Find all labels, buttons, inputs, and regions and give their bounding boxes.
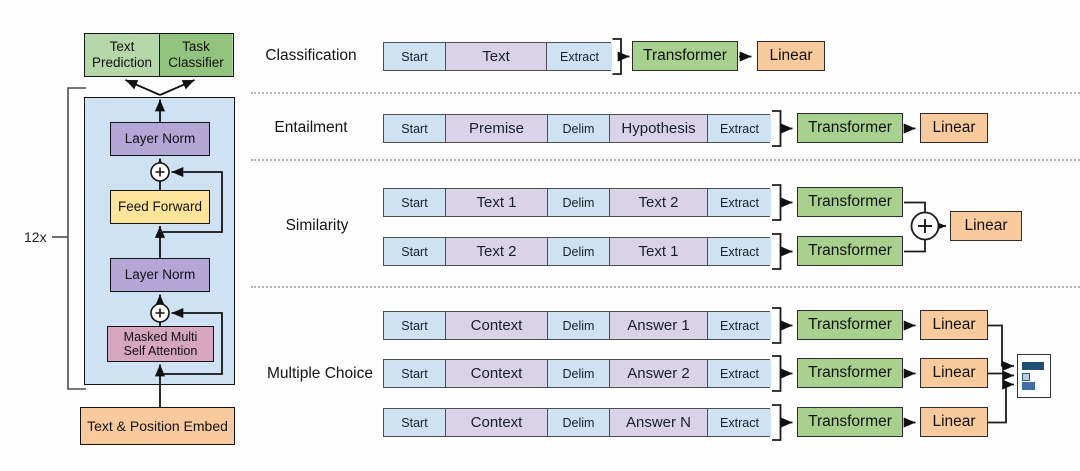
similarity-input-sequence-1: Start Text 1 Delim Text 2 Extract <box>383 188 771 217</box>
output-heads: Text Prediction Task Classifier <box>84 33 234 77</box>
masked-attention-line2: Self Attention <box>123 344 198 358</box>
token-text1: Text 1 <box>446 189 548 216</box>
token-text1: Text 1 <box>610 238 708 265</box>
multiple-choice-input-sequence-1: Start Context Delim Answer 1 Extract <box>383 311 771 340</box>
token-start: Start <box>384 43 446 70</box>
token-delim: Delim <box>548 238 610 265</box>
token-extract: Extract <box>708 409 771 436</box>
similarity-input-sequence-2: Start Text 2 Delim Text 1 Extract <box>383 237 771 266</box>
token-extract: Extract <box>708 238 771 265</box>
linear-box: Linear <box>920 407 988 437</box>
token-extract: Extract <box>708 189 771 216</box>
embedding-block: Text & Position Embed <box>80 407 235 445</box>
text-prediction-head: Text Prediction <box>85 34 159 76</box>
token-context: Context <box>446 409 548 436</box>
token-extract: Extract <box>708 360 771 387</box>
token-text2: Text 2 <box>446 238 548 265</box>
task-label-multiple-choice: Multiple Choice <box>267 365 373 382</box>
section-separator <box>251 286 1080 288</box>
task-label-entailment: Entailment <box>274 119 348 136</box>
transformer-box: Transformer <box>797 187 903 217</box>
token-answer1: Answer 1 <box>610 312 708 339</box>
token-delim: Delim <box>548 360 610 387</box>
transformer-box: Transformer <box>797 113 903 143</box>
token-start: Start <box>384 115 446 142</box>
feed-forward-block: Feed Forward <box>110 190 210 224</box>
multiple-choice-input-sequence-3: Start Context Delim Answer N Extract <box>383 408 771 437</box>
transformer-box: Transformer <box>797 358 903 388</box>
section-separator <box>251 92 1080 94</box>
token-start: Start <box>384 312 446 339</box>
linear-box: Linear <box>920 358 988 388</box>
task-label-similarity: Similarity <box>285 217 349 234</box>
linear-box: Linear <box>920 310 988 340</box>
token-premise: Premise <box>446 115 548 142</box>
task-label-classification: Classification <box>265 47 357 64</box>
token-hypothesis: Hypothesis <box>610 115 708 142</box>
token-delim: Delim <box>548 312 610 339</box>
section-separator <box>251 159 1080 161</box>
linear-box: Linear <box>757 41 825 71</box>
transformer-box: Transformer <box>632 41 738 71</box>
token-delim: Delim <box>548 115 610 142</box>
masked-attention-line1: Masked Multi <box>123 329 198 344</box>
transformer-box: Transformer <box>797 310 903 340</box>
masked-attention-block: Masked Multi Self Attention <box>107 326 214 362</box>
multiple-choice-input-sequence-2: Start Context Delim Answer 2 Extract <box>383 359 771 388</box>
sum-icon <box>910 211 940 241</box>
layer-norm-top-block: Layer Norm <box>110 122 210 156</box>
transformer-box: Transformer <box>797 236 903 266</box>
linear-box: Linear <box>950 211 1022 241</box>
linear-box: Linear <box>920 113 988 143</box>
token-context: Context <box>446 312 548 339</box>
token-extract: Extract <box>708 312 771 339</box>
token-answerN: Answer N <box>610 409 708 436</box>
score-bar-2 <box>1022 372 1030 381</box>
repeat-bracket <box>52 87 86 390</box>
token-delim: Delim <box>548 189 610 216</box>
repeat-count-label: 12x <box>24 229 47 245</box>
transformer-box: Transformer <box>797 407 903 437</box>
token-start: Start <box>384 189 446 216</box>
token-extract: Extract <box>547 43 612 70</box>
score-bar-1 <box>1022 362 1044 370</box>
token-start: Start <box>384 409 446 436</box>
task-classifier-head: Task Classifier <box>159 34 232 76</box>
entailment-input-sequence: Start Premise Delim Hypothesis Extract <box>383 114 771 143</box>
token-text2: Text 2 <box>610 189 708 216</box>
score-bar-3 <box>1022 382 1035 390</box>
answer-scores-icon <box>1017 354 1051 398</box>
token-context: Context <box>446 360 548 387</box>
token-start: Start <box>384 360 446 387</box>
token-delim: Delim <box>548 409 610 436</box>
token-text: Text <box>446 43 547 70</box>
layer-norm-bottom-block: Layer Norm <box>110 258 210 292</box>
token-start: Start <box>384 238 446 265</box>
token-answer2: Answer 2 <box>610 360 708 387</box>
classification-input-sequence: Start Text Extract <box>383 42 612 71</box>
token-extract: Extract <box>708 115 771 142</box>
